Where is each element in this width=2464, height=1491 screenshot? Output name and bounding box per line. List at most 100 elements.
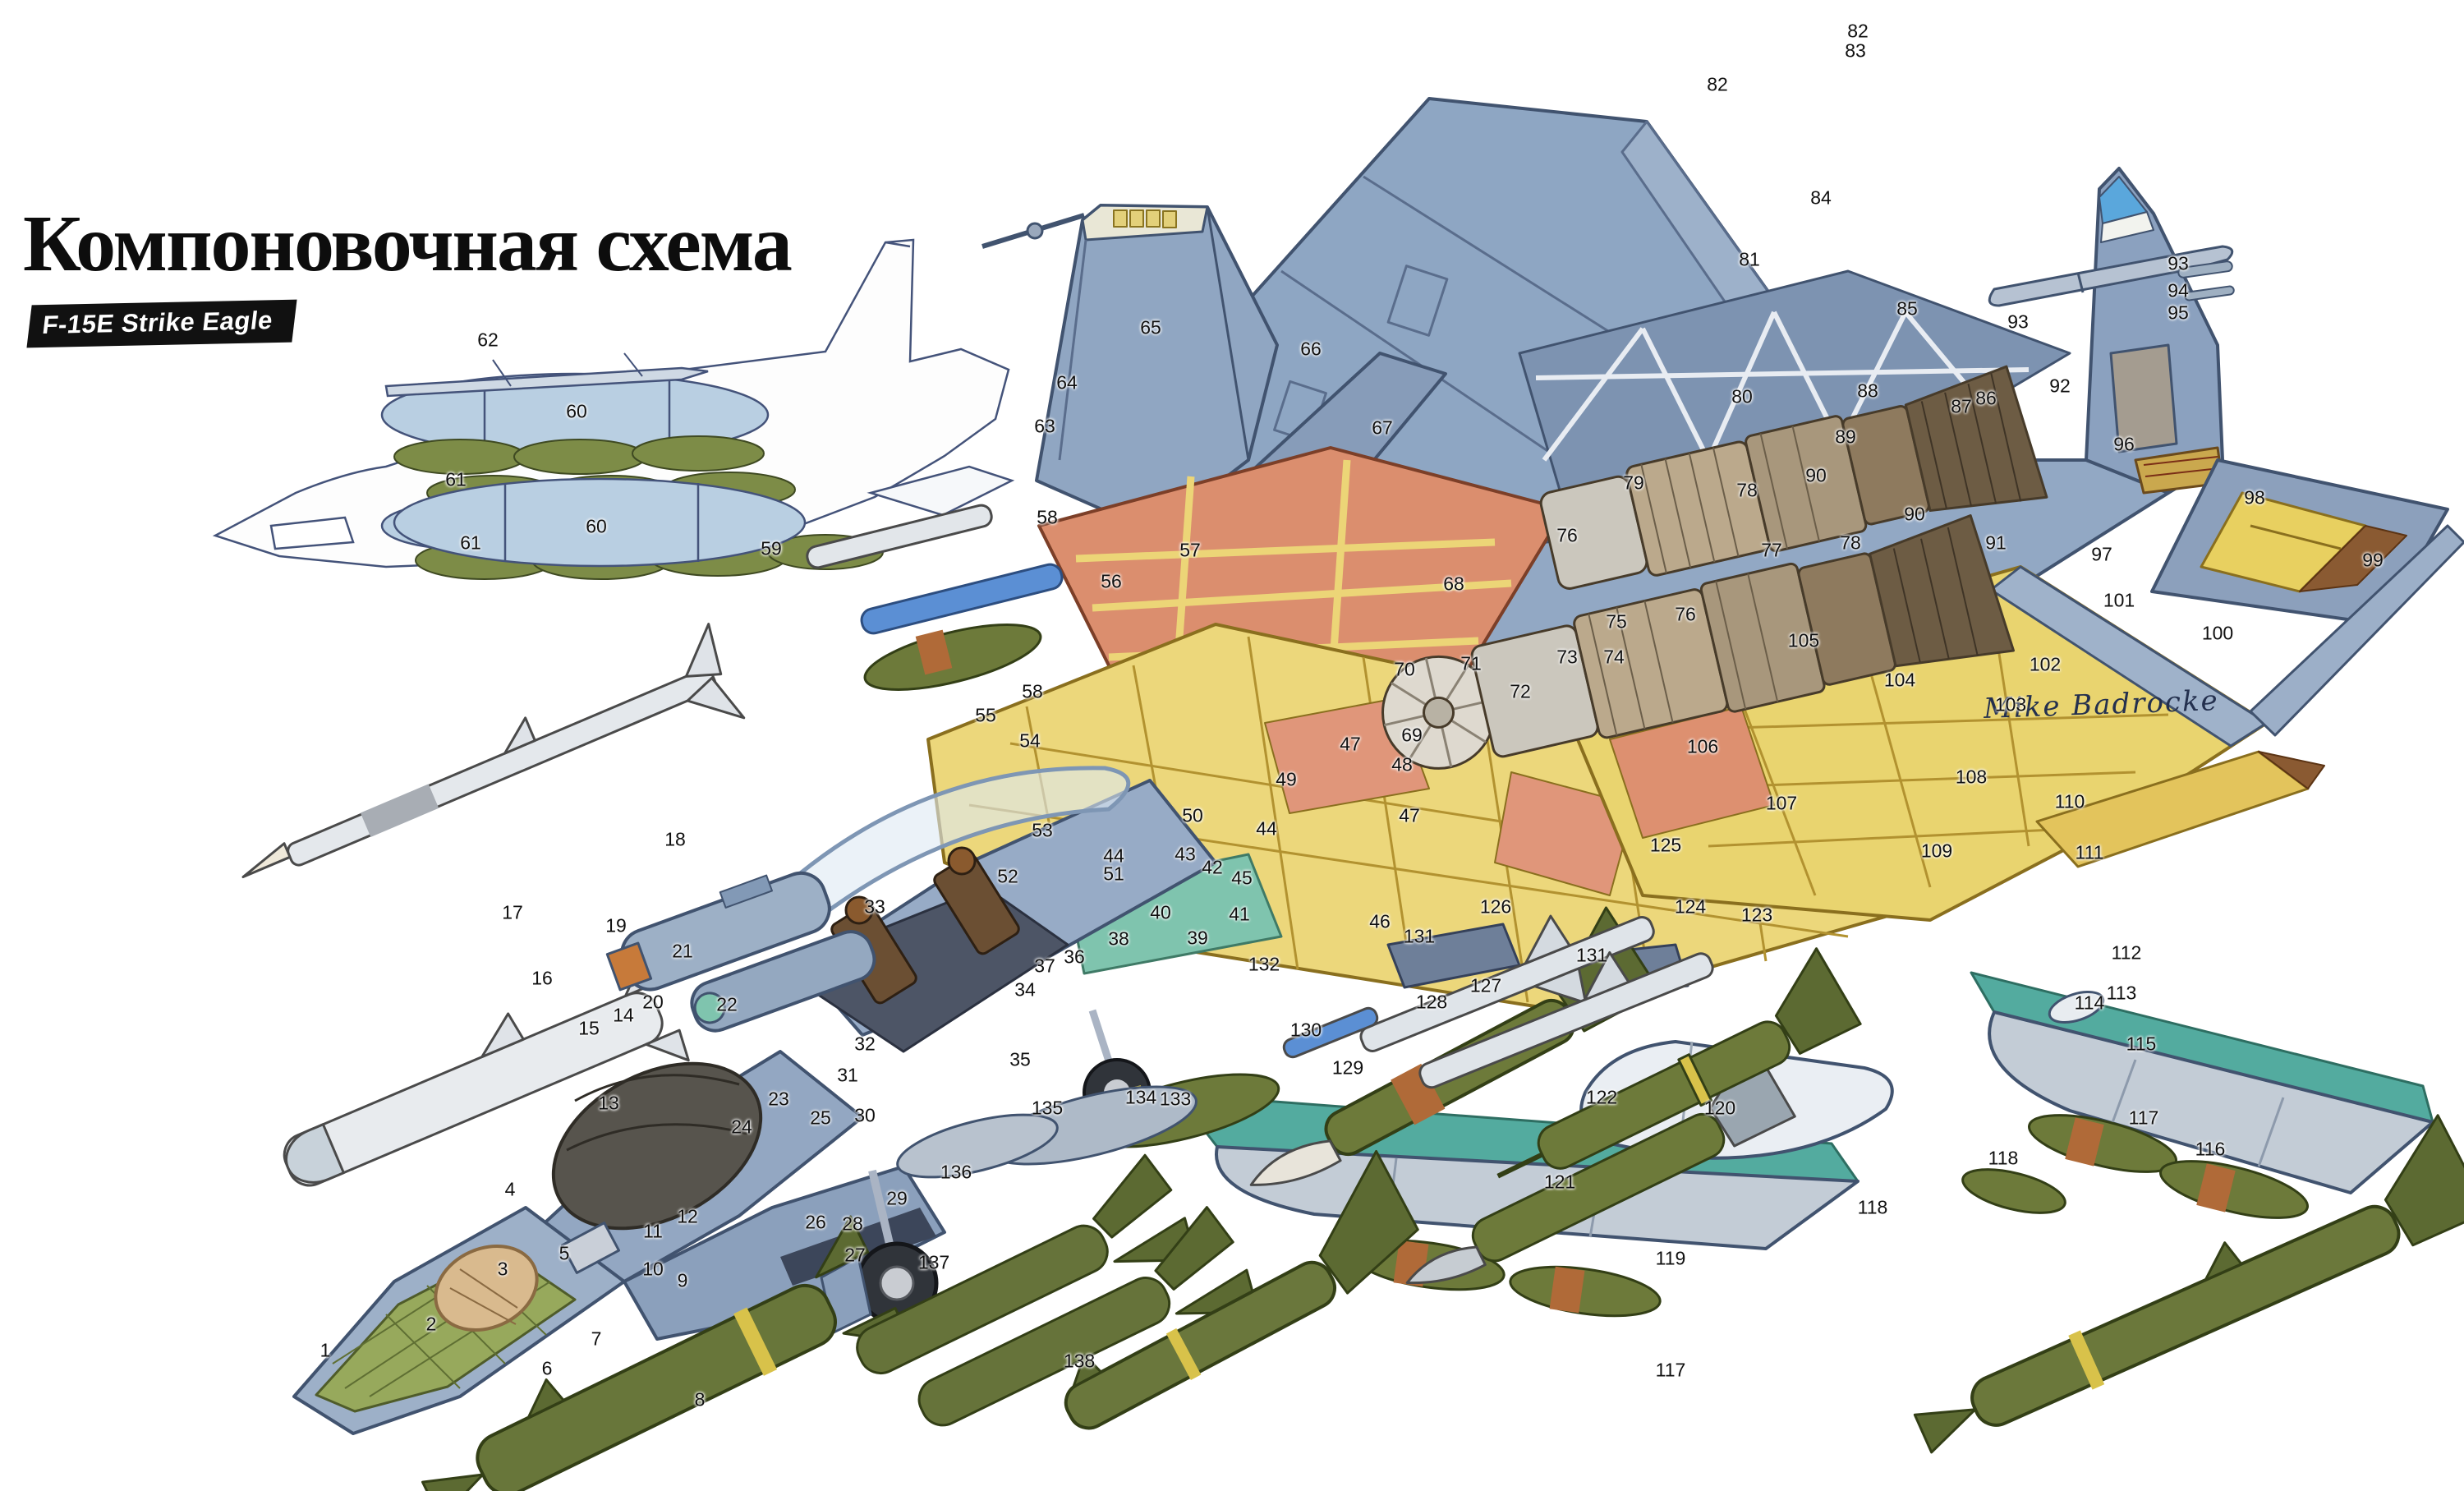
callout-label: 65 <box>1140 316 1161 338</box>
callout-label: 134 <box>1124 1086 1157 1108</box>
callout-label: 135 <box>1031 1097 1064 1119</box>
callout-label: 41 <box>1229 903 1250 925</box>
right-conformal-tank <box>1970 971 2434 1194</box>
right-tail-fin <box>2085 167 2224 495</box>
callout-label: 44 <box>1256 817 1277 840</box>
callout-label: 24 <box>731 1116 752 1138</box>
callout-label: 75 <box>1606 610 1627 633</box>
callout-label: 35 <box>1009 1048 1031 1070</box>
callout-label: 13 <box>598 1092 619 1114</box>
callout-label: 78 <box>1736 479 1758 501</box>
callout-label: 122 <box>1585 1086 1618 1108</box>
callout-label: 89 <box>1835 426 1856 448</box>
left-tail-fin <box>981 204 1279 534</box>
lantirn-pods <box>605 871 876 1033</box>
callout-label: 57 <box>1179 539 1201 561</box>
right-stabilator <box>2150 458 2449 626</box>
callout-label: 94 <box>2167 279 2189 301</box>
callout-label: 37 <box>1034 955 1055 977</box>
callout-label: 107 <box>1765 792 1798 814</box>
callout-label: 25 <box>810 1107 831 1129</box>
callout-label: 117 <box>1655 1359 1686 1381</box>
callout-label: 11 <box>643 1220 663 1242</box>
callout-label: 19 <box>605 914 627 936</box>
callout-label: 23 <box>768 1088 789 1110</box>
callout-label: 119 <box>1655 1247 1686 1269</box>
callout-label: 101 <box>2103 589 2135 611</box>
callout-label: 28 <box>842 1213 863 1235</box>
callout-label: 46 <box>1369 910 1391 932</box>
callout-label: 32 <box>854 1033 876 1054</box>
amraam-missile <box>241 623 746 879</box>
callout-label: 51 <box>1103 863 1124 885</box>
callout-label: 121 <box>1543 1171 1576 1193</box>
callout-label: 115 <box>2126 1033 2157 1054</box>
callout-label: 7 <box>591 1328 602 1350</box>
callout-label: 90 <box>1904 503 1925 525</box>
callout-label: 130 <box>1289 1019 1322 1041</box>
callout-label: 83 <box>1845 39 1866 62</box>
callout-label: 59 <box>761 537 782 559</box>
callout-label: 61 <box>445 468 467 490</box>
callout-label: 49 <box>1276 768 1297 790</box>
callout-label: 60 <box>586 515 607 537</box>
callout-label: 99 <box>2362 549 2384 571</box>
callout-label: 80 <box>1731 385 1753 407</box>
center-fuselage-structure <box>926 623 1932 1012</box>
callout-label: 97 <box>2091 543 2112 565</box>
callout-label: 128 <box>1415 991 1448 1013</box>
callout-label: 93 <box>2167 252 2189 274</box>
centerline-pods <box>896 1073 1280 1179</box>
callout-label: 95 <box>2167 301 2189 324</box>
callout-label: 44 <box>1103 844 1124 867</box>
callout-label: 116 <box>2195 1138 2226 1160</box>
callout-label: 100 <box>2201 622 2234 644</box>
callout-label: 53 <box>1032 819 1053 841</box>
callout-label: 70 <box>1394 658 1415 680</box>
callout-label: 129 <box>1331 1056 1364 1079</box>
callout-label: 72 <box>1510 680 1531 702</box>
callout-label: 118 <box>1988 1147 2019 1169</box>
callout-label: 38 <box>1108 927 1129 950</box>
callout-label: 67 <box>1372 416 1393 439</box>
callout-label: 27 <box>844 1244 866 1266</box>
callout-label: 15 <box>578 1017 600 1039</box>
callout-label: 55 <box>975 704 996 726</box>
callout-label: 86 <box>1975 387 1997 409</box>
callout-label: 136 <box>940 1161 972 1183</box>
callout-label: 1 <box>319 1339 331 1361</box>
callout-label: 124 <box>1674 895 1707 918</box>
callout-label: 64 <box>1056 371 1078 393</box>
callout-label: 76 <box>1556 524 1578 546</box>
callout-label: 131 <box>1403 925 1436 947</box>
callout-label: 88 <box>1857 380 1878 402</box>
callout-label: 110 <box>2054 790 2085 812</box>
callout-label: 98 <box>2244 486 2265 509</box>
callout-label: 8 <box>694 1388 706 1410</box>
gbu-24-bomb <box>1913 1114 2464 1454</box>
callout-label: 61 <box>460 532 481 554</box>
snakeye-bombs <box>856 1153 1260 1427</box>
callout-label: 48 <box>1391 753 1413 775</box>
callout-label: 14 <box>613 1004 634 1026</box>
callout-label: 62 <box>477 329 499 351</box>
callout-label: 114 <box>2074 992 2105 1014</box>
callout-label: 113 <box>2106 982 2137 1004</box>
callout-label: 82 <box>1847 20 1869 42</box>
callout-label: 108 <box>1955 766 1988 788</box>
callout-label: 132 <box>1248 953 1280 975</box>
callout-label: 20 <box>642 991 664 1013</box>
callout-label: 112 <box>2111 941 2142 964</box>
callout-label: 31 <box>837 1064 858 1086</box>
callout-label: 17 <box>502 901 523 923</box>
callout-label: 2 <box>425 1313 437 1335</box>
left-engine <box>1381 514 2016 770</box>
forward-fuselage <box>524 766 1217 1341</box>
callout-label: 16 <box>531 967 553 989</box>
callout-label: 93 <box>2007 311 2029 333</box>
aircraft-type-badge: F-15E Strike Eagle <box>26 299 297 348</box>
callout-label: 47 <box>1340 733 1361 755</box>
callout-label: 104 <box>1883 669 1916 691</box>
